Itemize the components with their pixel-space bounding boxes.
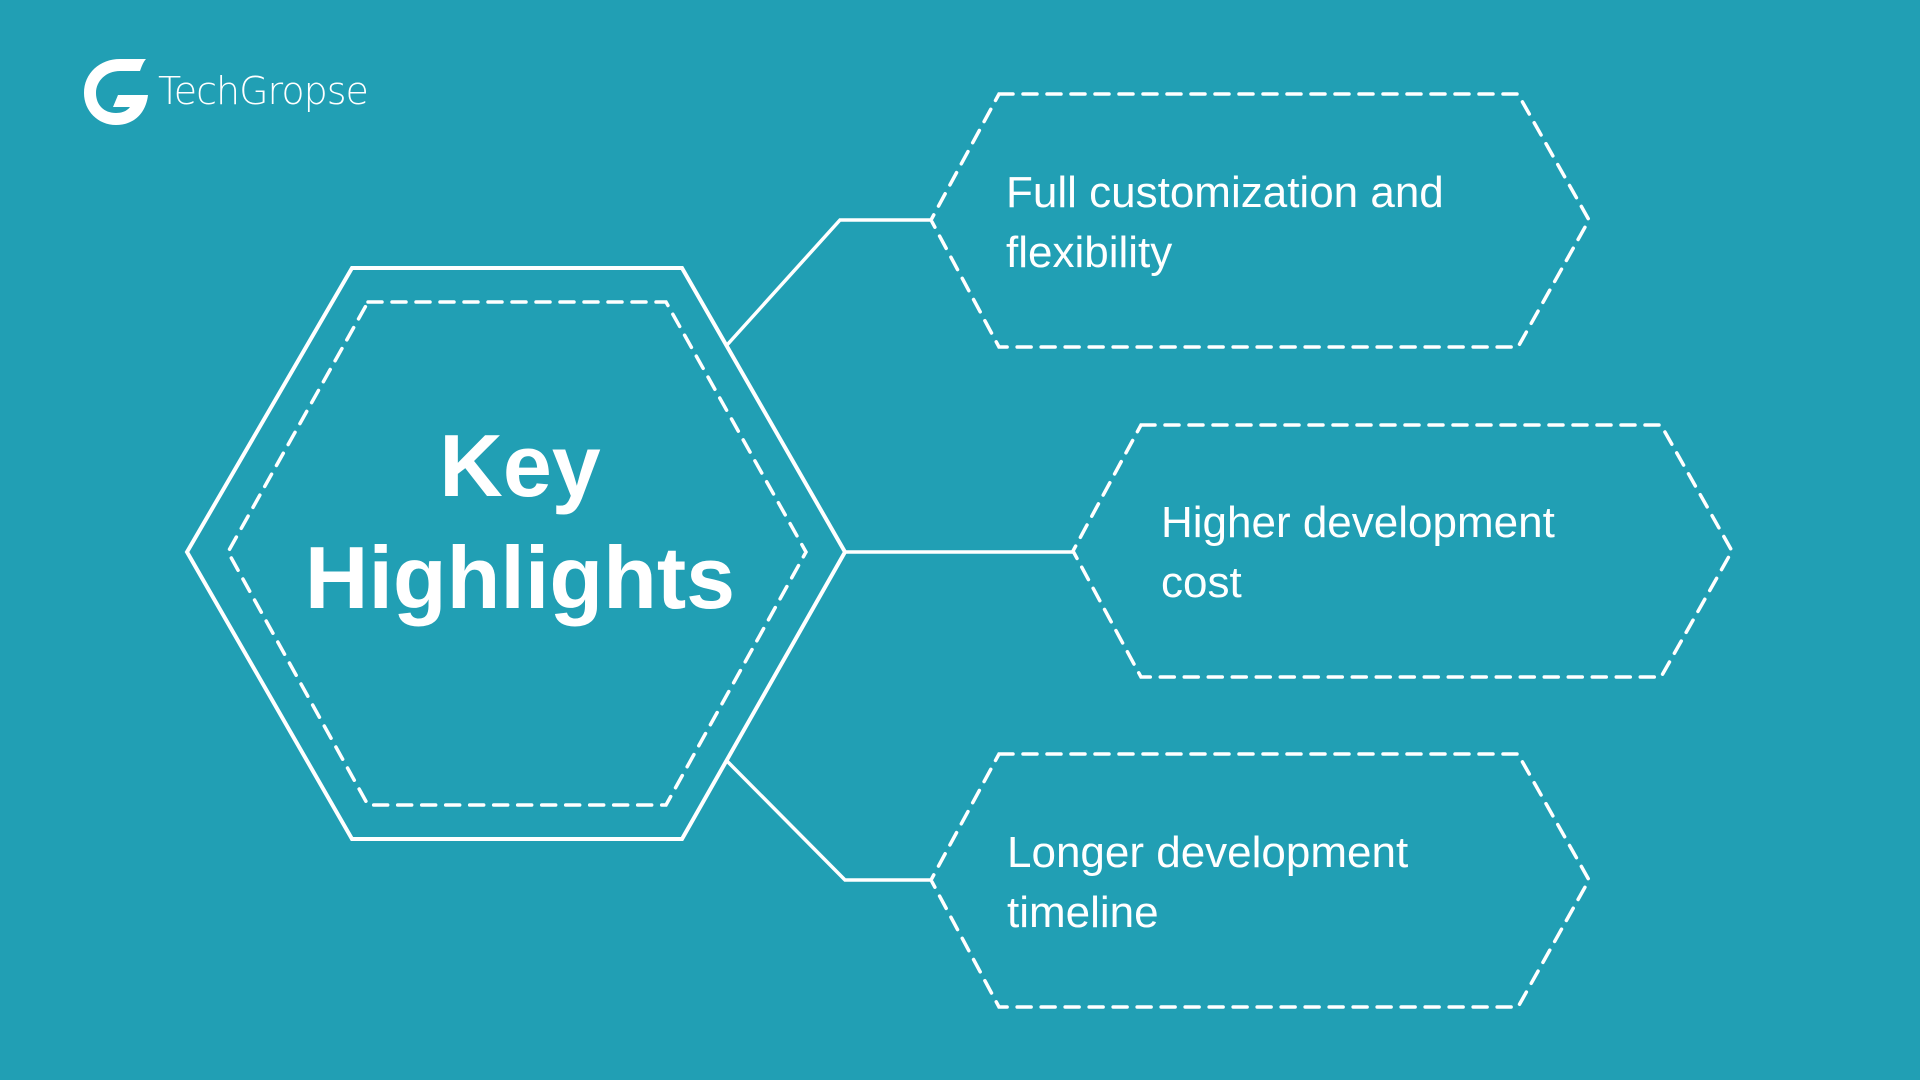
item-text-1: Full customization and flexibility xyxy=(1006,163,1444,283)
item-hexagon-2 xyxy=(1071,423,1735,679)
brand-logo: TechGropse xyxy=(80,55,369,127)
item-2-line2: cost xyxy=(1161,558,1242,607)
item-1-line1: Full customization and xyxy=(1006,168,1444,217)
item-hexagon-3 xyxy=(929,752,1592,1009)
center-hexagon-outer xyxy=(184,266,848,841)
item-2-line1: Higher development xyxy=(1161,498,1555,547)
g-logo-icon xyxy=(84,59,148,125)
connector-bottom xyxy=(725,759,930,882)
item-1-line2: flexibility xyxy=(1006,228,1173,277)
brand-name: TechGropse xyxy=(158,69,369,113)
item-3-line2: timeline xyxy=(1007,888,1159,937)
connector-top xyxy=(725,218,930,347)
center-hexagon-inner-dashed xyxy=(225,300,809,807)
item-text-3: Longer development timeline xyxy=(1007,823,1408,943)
item-text-2: Higher development cost xyxy=(1161,493,1555,613)
item-3-line1: Longer development xyxy=(1007,828,1409,877)
center-title-line2: Highlights xyxy=(304,528,736,627)
item-hexagon-1 xyxy=(929,92,1592,349)
center-title: Key Highlights xyxy=(190,410,850,634)
center-title-line1: Key xyxy=(439,416,601,515)
